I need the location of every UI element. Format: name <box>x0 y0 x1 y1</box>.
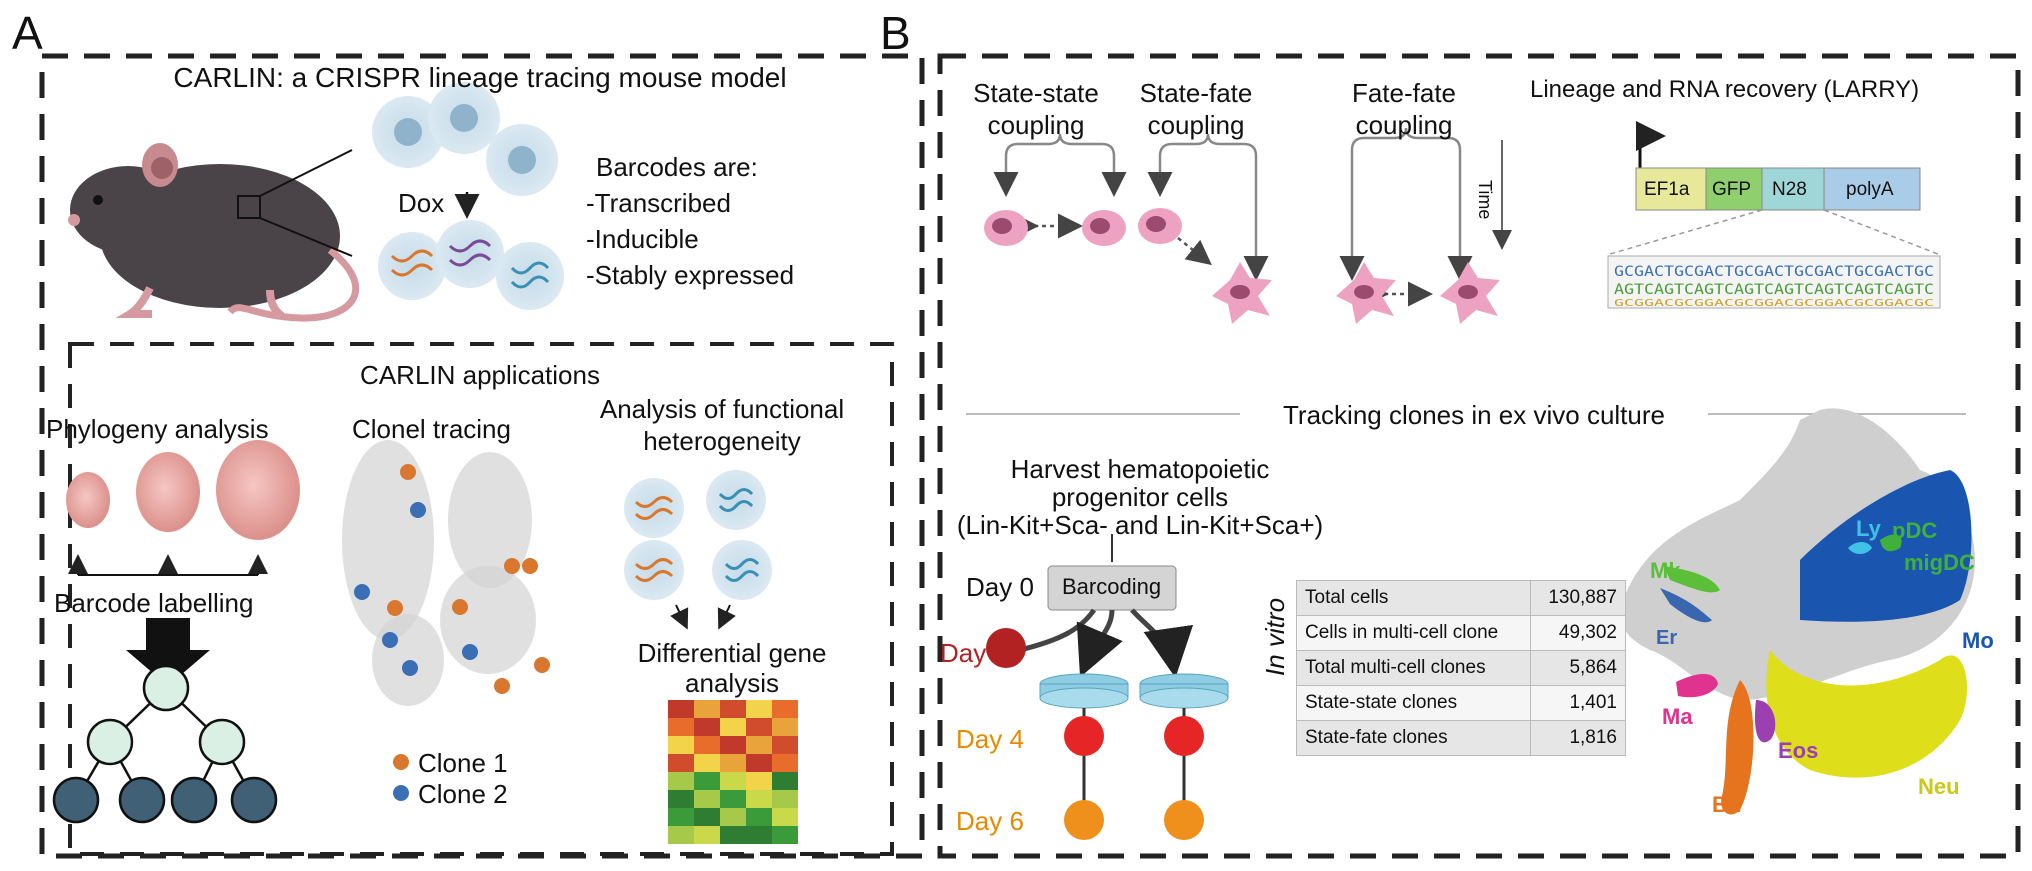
umap-label-ma: Ma <box>1662 704 1693 729</box>
applications-title: CARLIN applications <box>360 360 600 390</box>
stat-value: 49,302 <box>1529 615 1627 651</box>
panel-b-letter: B <box>880 7 911 59</box>
umap-plot <box>1620 408 1975 815</box>
stat-label: State-fate clones <box>1296 720 1531 756</box>
in-vitro-label: In vitro <box>1260 597 1290 676</box>
larry-title: Lineage and RNA recovery (LARRY) <box>1530 76 1920 103</box>
day6-dot-2 <box>1164 800 1204 840</box>
stat-label: Cells in multi-cell clone <box>1296 615 1531 651</box>
larry-construct: GCGACTGCGACTGCGACTGCGACTGCGACTGC AGTCAGT… <box>1607 121 1941 309</box>
clone-1-points <box>387 464 550 694</box>
day4-dot-1 <box>1064 716 1104 756</box>
functional-cells <box>624 470 772 600</box>
coupling-dashed-arrows <box>1014 213 1433 307</box>
panel-a-letter: A <box>12 7 43 59</box>
construct-polya: polyA <box>1846 179 1894 200</box>
umap-label-ly: Ly <box>1856 516 1881 541</box>
barcoding-label: Barcoding <box>1062 574 1162 599</box>
stat-label: Total cells <box>1296 580 1531 616</box>
svg-text:AGTCAGTCAGTCAGTCAGTCAGTCAGTCAG: AGTCAGTCAGTCAGTCAGTCAGTCAGTCAGTC <box>1614 282 1934 298</box>
stat-label: State-state clones <box>1296 685 1531 721</box>
clone-scatter-background <box>342 440 536 706</box>
umap-label-mo: Mo <box>1962 628 1994 653</box>
coupling-state-state-l2: coupling <box>987 110 1085 140</box>
barcodes-inducible: -Inducible <box>586 224 699 254</box>
phylogeny-tree <box>52 664 278 824</box>
functional-line1: Analysis of functional <box>599 394 845 424</box>
construct-n28: N28 <box>1772 179 1807 200</box>
umap-label-migdc: migDC <box>1904 550 1975 575</box>
clone1-label: Clone 1 <box>418 748 508 778</box>
coupling-cells <box>984 208 1500 324</box>
umap-label-neu: Neu <box>1918 774 1960 799</box>
coupling-fate-fate-l1: Fate-fate <box>1351 78 1457 108</box>
umap-label-pdc: pDC <box>1892 518 1938 543</box>
stat-value: 5,864 <box>1529 650 1627 686</box>
barcode-labelling-label: Barcode labelling <box>54 588 254 618</box>
coupling-state-fate-l2: coupling <box>1147 110 1245 140</box>
coupling-state-fate-l1: State-fate <box>1139 78 1253 108</box>
day4-label: Day 4 <box>956 724 1024 754</box>
stat-value: 1,816 <box>1529 720 1627 756</box>
day6-dot-1 <box>1064 800 1104 840</box>
differential-line1: Differential gene <box>637 638 827 668</box>
barcodes-heading: Barcodes are: <box>596 152 758 182</box>
down-arrow <box>126 618 210 686</box>
clone2-label: Clone 2 <box>418 779 508 809</box>
panel-a-inner-box <box>68 342 894 856</box>
harvest-line2: progenitor cells <box>1051 482 1229 512</box>
barcodes-transcribed: -Transcribed <box>586 188 731 218</box>
barcodes-stable: -Stably expressed <box>586 260 795 290</box>
barcoding-arrows <box>1019 608 1194 678</box>
clonel-tracing-label: Clonel tracing <box>352 414 511 444</box>
umap-label-er: Er <box>1656 627 1678 649</box>
functional-line2: heterogeneity <box>643 426 801 456</box>
day6-label: Day 6 <box>956 806 1024 836</box>
heatmap <box>668 700 798 844</box>
umap-label-mk: Mk <box>1650 558 1681 583</box>
harvest-line3: (Lin-Kit+Sca- and Lin-Kit+Sca+) <box>956 510 1324 540</box>
stat-value: 130,887 <box>1529 580 1627 616</box>
stat-label: Total multi-cell clones <box>1296 650 1531 686</box>
umap-label-eos: Eos <box>1778 738 1819 763</box>
differential-line2: analysis <box>685 668 779 698</box>
embryos <box>66 440 300 540</box>
coupling-state-state-l1: State-state <box>973 78 1099 108</box>
coupling-fate-fate-l2: coupling <box>1355 110 1453 140</box>
day2-dot <box>986 628 1026 668</box>
day4-dot-2 <box>1164 716 1204 756</box>
svg-text:GCGGACGCGGACGCGGACGCGGACGCGGAC: GCGGACGCGGACGCGGACGCGGACGCGGACGC <box>1614 298 1934 309</box>
cells-after-dox <box>378 220 564 310</box>
umap-label-ba: Ba <box>1712 792 1741 817</box>
clone-2-points <box>354 502 478 676</box>
harvest-line1: Harvest hematopoietic <box>1010 454 1270 484</box>
day0-label: Day 0 <box>966 572 1034 602</box>
mouse-illustration <box>68 143 360 322</box>
tracking-title: Tracking clones in ex vivo culture <box>1283 400 1665 430</box>
construct-gfp: GFP <box>1712 179 1752 200</box>
coupling-brackets <box>993 127 1473 281</box>
construct-ef1a: EF1a <box>1644 179 1690 200</box>
legend-clone1-dot <box>393 754 409 770</box>
panel-a-title: CARLIN: a CRISPR lineage tracing mouse m… <box>173 62 787 93</box>
barcode-labelling-arrows <box>68 554 268 576</box>
cells-before-dox <box>372 82 558 196</box>
culture-dishes <box>1039 673 1229 709</box>
svg-text:GCGACTGCGACTGCGACTGCGACTGCGACT: GCGACTGCGACTGCGACTGCGACTGCGACTGC <box>1614 264 1934 280</box>
stat-value: 1,401 <box>1529 685 1627 721</box>
day2-label: Day 2 <box>940 638 1008 668</box>
legend-clone2-dot <box>393 785 409 801</box>
dox-label: Dox <box>398 188 445 218</box>
functional-arrows <box>670 604 736 630</box>
time-label: Time <box>1475 180 1495 220</box>
panel-b-border <box>937 53 2021 859</box>
phylogeny-label: Phylogeny analysis <box>46 414 269 444</box>
